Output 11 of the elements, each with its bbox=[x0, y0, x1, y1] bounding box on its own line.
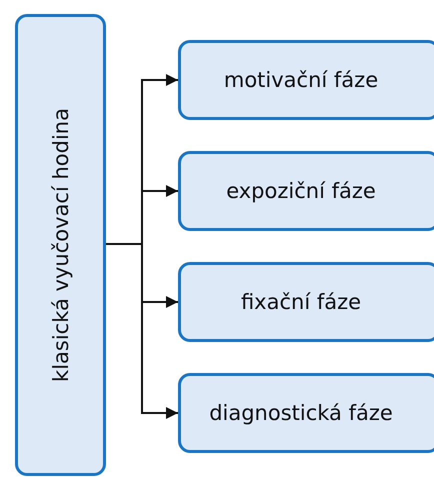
phase-box bbox=[178, 40, 434, 120]
phase-box bbox=[178, 151, 434, 231]
vertical-box bbox=[15, 14, 106, 476]
phase-box bbox=[178, 262, 434, 342]
node-label: diagnostická fáze bbox=[208, 401, 394, 425]
arrow bbox=[106, 243, 178, 419]
node-label: fixační fáze bbox=[240, 290, 362, 314]
phase-box bbox=[178, 373, 434, 453]
node-label: klasická vyučovací hodina bbox=[48, 108, 72, 382]
node-label: motivační fáze bbox=[222, 68, 380, 92]
node-label: expoziční fáze bbox=[225, 179, 377, 203]
